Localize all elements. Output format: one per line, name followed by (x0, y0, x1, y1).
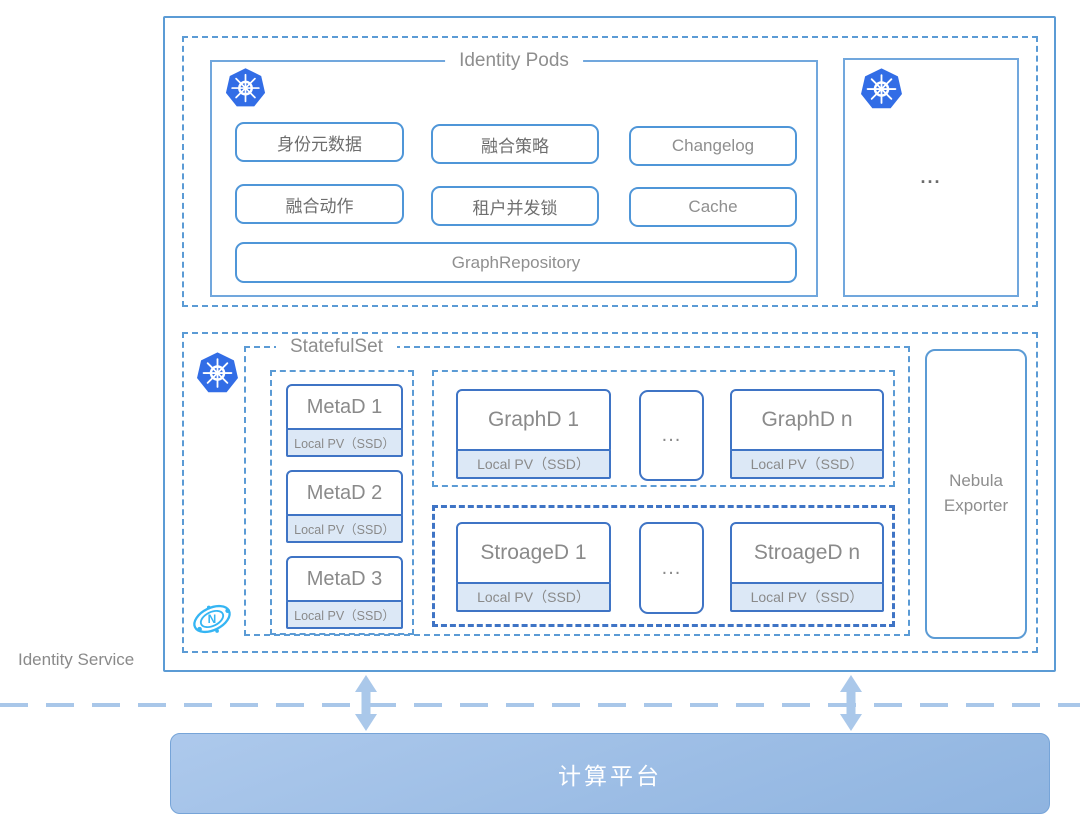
statefulset-dashed-region: StatefulSet MetaD 1 Local PV（SSD） MetaD … (182, 332, 1038, 653)
node-name: MetaD 3 (286, 556, 403, 602)
metad-3-node: MetaD 3 Local PV（SSD） (286, 556, 403, 629)
pod-button-graph-repository: GraphRepository (235, 242, 797, 283)
node-name: GraphD n (730, 389, 884, 451)
node-local-pv: Local PV（SSD） (730, 448, 884, 479)
metad-2-node: MetaD 2 Local PV（SSD） (286, 470, 403, 543)
computing-platform-bar: 计算平台 (170, 733, 1050, 814)
more-pods-box: ... (843, 58, 1019, 297)
statefulset-title: StatefulSet (276, 335, 397, 359)
graphd-1-node: GraphD 1 Local PV（SSD） (456, 389, 611, 479)
identity-service-label: Identity Service (18, 650, 135, 669)
graphd-n-node: GraphD n Local PV（SSD） (730, 389, 884, 479)
pod-button-tenant-concurrency-lock: 租户并发锁 (431, 186, 599, 226)
storaged-ellipsis-box: ... (639, 522, 704, 614)
storaged-group: StroageD 1 Local PV（SSD） ... StroageD n … (432, 505, 895, 627)
more-pods-ellipsis: ... (920, 167, 942, 187)
node-local-pv: Local PV（SSD） (286, 427, 403, 457)
node-local-pv: Local PV（SSD） (286, 599, 403, 629)
node-name: MetaD 1 (286, 384, 403, 430)
bidirectional-arrow-icon (355, 675, 377, 731)
node-local-pv: Local PV（SSD） (456, 448, 611, 479)
node-local-pv: Local PV（SSD） (456, 581, 611, 612)
node-name: MetaD 2 (286, 470, 403, 516)
kubernetes-icon (224, 67, 267, 108)
node-name: GraphD 1 (456, 389, 611, 451)
nebula-exporter-box: Nebula Exporter (925, 349, 1027, 639)
metad-1-node: MetaD 1 Local PV（SSD） (286, 384, 403, 457)
identity-pods-title: Identity Pods (445, 49, 583, 73)
graphd-ellipsis-box: ... (639, 390, 704, 481)
nebula-exporter-label: Nebula Exporter (943, 471, 1009, 515)
statefulset-box: StatefulSet MetaD 1 Local PV（SSD） MetaD … (244, 335, 910, 636)
nebula-graph-icon (189, 599, 235, 639)
storaged-n-node: StroageD n Local PV（SSD） (730, 522, 884, 612)
graphd-group: GraphD 1 Local PV（SSD） ... GraphD n Loca… (432, 370, 895, 487)
computing-platform-label: 计算平台 (558, 762, 662, 789)
pod-button-fusion-policy: 融合策略 (431, 124, 599, 164)
node-name: StroageD n (730, 522, 884, 584)
kubernetes-icon (195, 351, 240, 394)
identity-pods-dashed-region (182, 36, 1038, 307)
storaged-1-node: StroageD 1 Local PV（SSD） (456, 522, 611, 612)
node-local-pv: Local PV（SSD） (730, 581, 884, 612)
pod-button-changelog: Changelog (629, 126, 797, 166)
pod-button-fusion-action: 融合动作 (235, 184, 404, 224)
bidirectional-arrow-icon (840, 675, 862, 731)
metad-group: MetaD 1 Local PV（SSD） MetaD 2 Local PV（S… (270, 370, 414, 635)
identity-service-box (163, 16, 1056, 672)
node-local-pv: Local PV（SSD） (286, 513, 403, 543)
pod-button-cache: Cache (629, 187, 797, 227)
identity-pods-box: Identity Pods 身份元数据 融合策略 Changelog 融合动作 … (210, 49, 818, 297)
layer-divider-dashed-line (0, 703, 1080, 707)
pod-button-identity-metadata: 身份元数据 (235, 122, 404, 162)
node-name: StroageD 1 (456, 522, 611, 584)
